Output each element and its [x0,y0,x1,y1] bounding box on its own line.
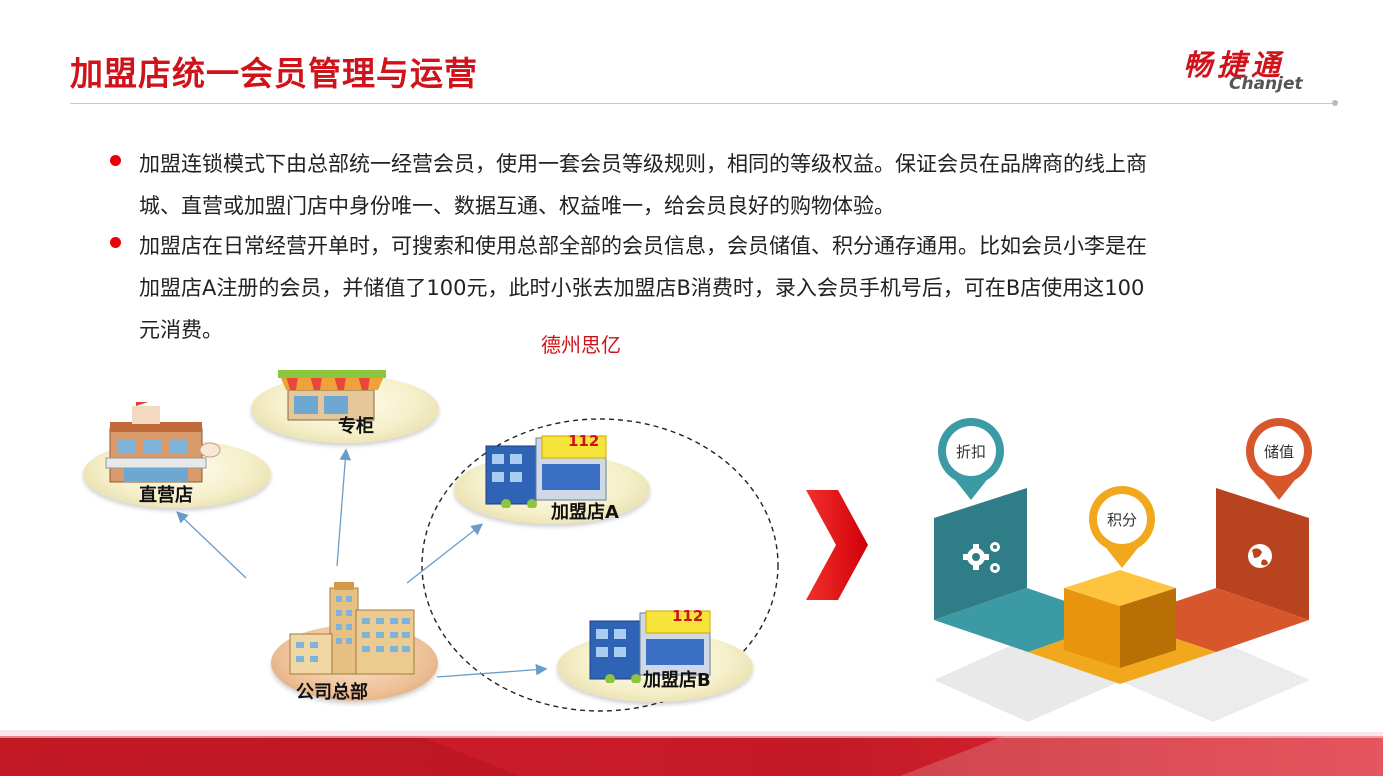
benefits-infographic [934,418,1312,722]
bullet-2-line-1: 加盟店在日常经营开单时，可搜索和使用总部全部的会员信息，会员储值、积分通存通用。… [139,234,1147,258]
arrow-to-direct-store [176,511,247,579]
divider-end-dot [1332,100,1338,106]
discount-pin-icon [938,418,1004,500]
franchise-a-label: 加盟店A [551,502,619,523]
stored-value-pin-label: 储值 [1264,443,1295,461]
hq-label: 公司总部 [296,682,368,703]
points-pin-icon [1089,486,1155,568]
bullet-2-line-3: 元消费。 [139,318,223,342]
counter-label: 专柜 [338,416,374,437]
bullet-1-line-1: 加盟连锁模式下由总部统一经营会员，使用一套会员等级规则，相同的等级权益。保证会员… [139,152,1147,176]
brand-logo-en: Chanjet [1229,74,1303,94]
discount-pin-label: 折扣 [956,443,987,461]
direct-store-label: 直营店 [139,485,193,506]
store-sign-number-b: 112 [672,607,704,625]
gears-icon [963,542,1000,573]
points-pin-label: 积分 [1107,511,1138,529]
globe-icon [1248,544,1272,568]
counter-icon [278,370,386,421]
arrow-to-franchise-a [406,523,484,584]
chevron-right-icon [806,490,868,600]
stored-value-pin-icon [1246,418,1312,500]
franchise-b-label: 加盟店B [643,670,711,691]
bullet-marker [110,237,121,248]
bullet-marker [110,155,121,166]
hq-building-icon [289,582,415,675]
arrow-to-franchise-b [436,663,548,678]
page-title: 加盟店统一会员管理与运营 [70,54,478,93]
franchise-a-icon [485,435,607,508]
direct-store-icon [105,402,221,483]
franchise-b-icon [589,610,711,683]
watermark-text: 德州思亿 [541,333,621,357]
brand-logo-cn: 畅捷通 [1183,48,1286,82]
bullet-2-line-2: 加盟店A注册的会员，并储值了100元，此时小张去加盟店B消费时，录入会员手机号后… [139,276,1145,300]
footer-band [0,722,1383,776]
title-divider [70,103,1332,104]
franchise-group-outline [421,418,779,712]
arrow-to-counter [336,448,352,567]
bullet-1-line-2: 城、直营或加盟门店中身份唯一、数据互通、权益唯一，给会员良好的购物体验。 [139,194,895,218]
store-sign-number-a: 112 [568,432,600,450]
